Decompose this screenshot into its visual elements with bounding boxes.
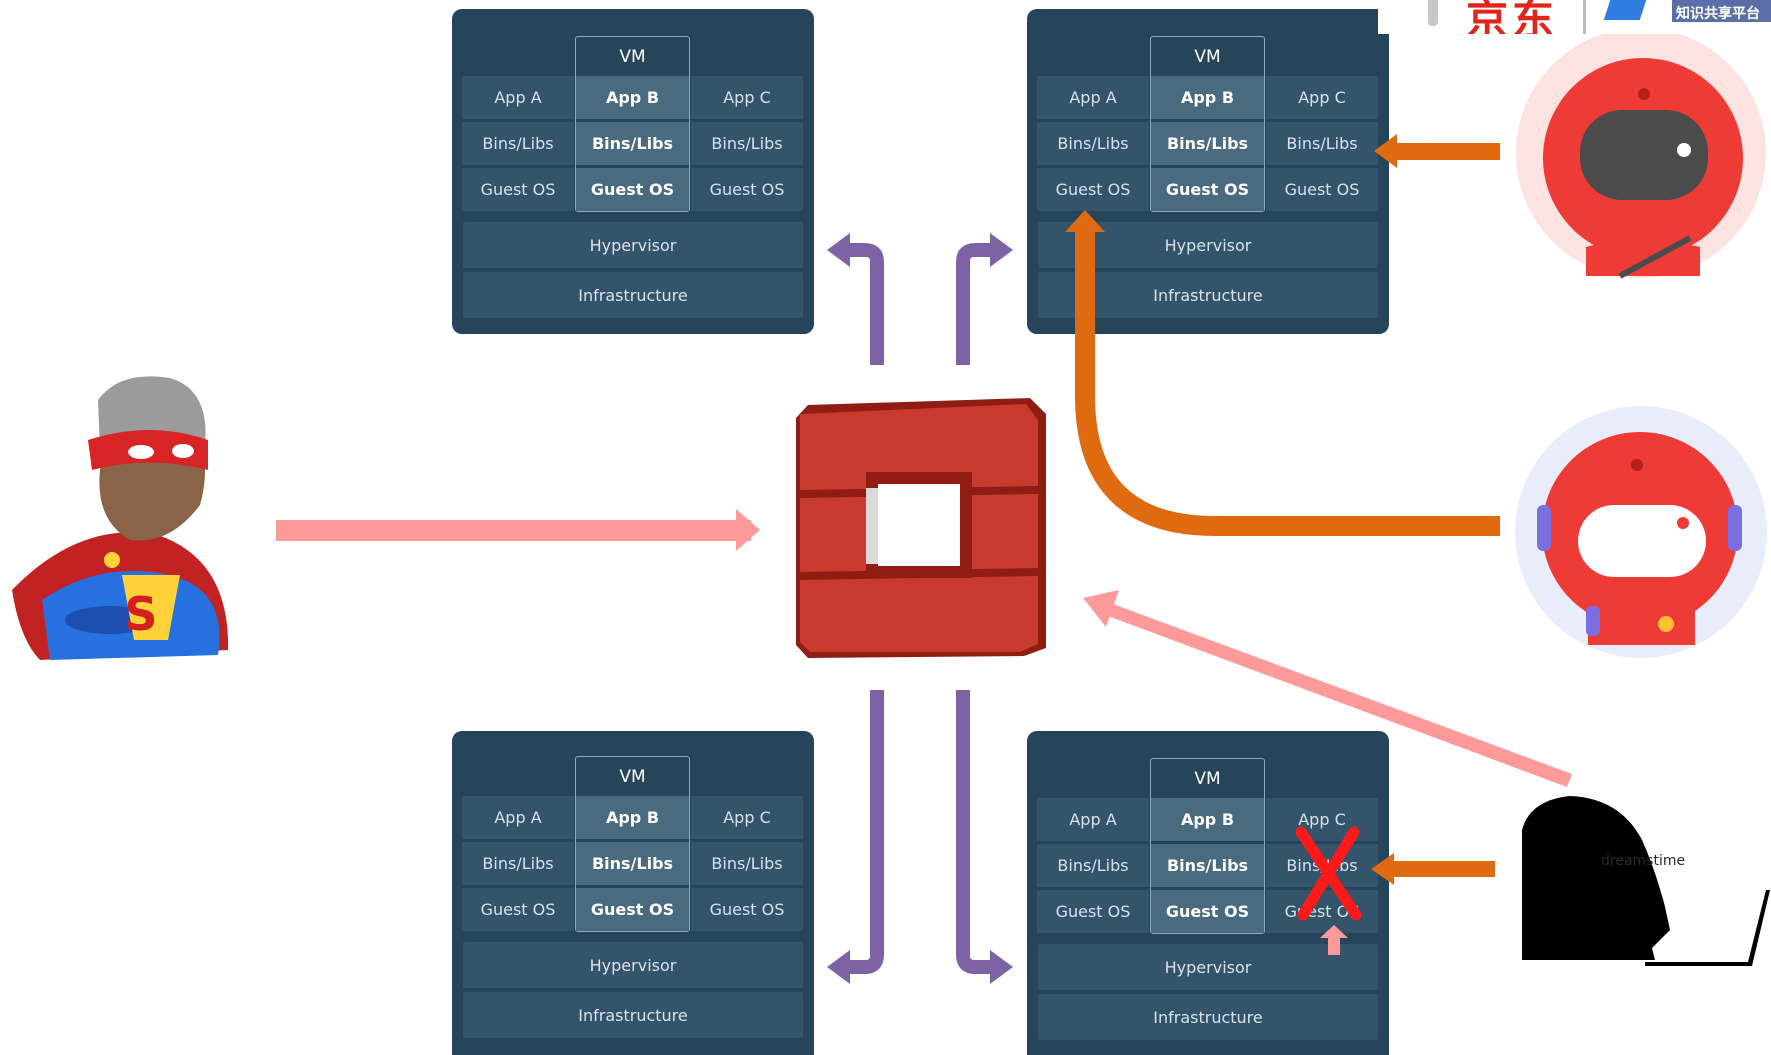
pink-arrows xyxy=(276,509,1572,955)
bins-libs-cell: Bins/Libs xyxy=(1037,844,1149,887)
openstack-logo-icon xyxy=(796,398,1046,658)
hypervisor-layer: Hypervisor xyxy=(463,942,803,988)
bins-libs-cell: Bins/Libs xyxy=(576,122,689,165)
app-a-cell: App A xyxy=(1037,798,1149,841)
app-c-cell: App C xyxy=(1266,76,1378,119)
guest-os-cell: Guest OS xyxy=(691,168,803,211)
bins-libs-cell: Bins/Libs xyxy=(1151,844,1264,887)
orange-arrowhead xyxy=(1065,210,1105,232)
purple-arrow-top-right xyxy=(956,243,998,365)
jd-robot-sad-icon xyxy=(1516,28,1766,279)
superhero-avatar-icon: S xyxy=(12,376,229,660)
app-b-cell: App B xyxy=(576,76,689,119)
app-b-cell: App B xyxy=(576,796,689,839)
purple-arrowhead xyxy=(990,233,1013,267)
guest-os-cell: Guest OS xyxy=(462,168,574,211)
purple-arrow-bottom-left xyxy=(842,690,884,974)
guest-os-cell: Guest OS xyxy=(576,888,689,931)
guest-os-cell: Guest OS xyxy=(691,888,803,931)
app-b-cell: App B xyxy=(1151,76,1264,119)
infrastructure-layer: Infrastructure xyxy=(1038,994,1378,1040)
vm-stack-top-left: VM App A App B App C Bins/Libs Bins/Libs… xyxy=(452,9,814,334)
logo-subtitle: 知识共享平台 xyxy=(1676,6,1760,22)
app-c-cell: App C xyxy=(691,796,803,839)
logo-flame-icon xyxy=(1428,0,1438,26)
orange-arrow-robot-to-guestos xyxy=(1075,225,1500,536)
vm-label: VM xyxy=(1194,47,1221,67)
logo-mark-icon xyxy=(1603,0,1649,20)
vm-highlight-frame xyxy=(575,36,690,212)
guest-os-cell: Guest OS xyxy=(1151,168,1264,211)
bins-libs-cell: Bins/Libs xyxy=(691,842,803,885)
vm-highlight-frame xyxy=(575,756,690,932)
watermark-logo: 京东 知识共享平台 xyxy=(1378,0,1771,34)
orange-arrow-shaft-bins xyxy=(1395,143,1500,160)
app-a-cell: App A xyxy=(1037,76,1149,119)
purple-arrowhead xyxy=(990,950,1013,984)
guest-os-cell: Guest OS xyxy=(576,168,689,211)
failure-x-icon xyxy=(1295,826,1362,921)
vm-stack-bottom-left: VM App A App B App C Bins/Libs Bins/Libs… xyxy=(452,731,814,1055)
bins-libs-cell: Bins/Libs xyxy=(462,842,574,885)
vm-highlight-frame xyxy=(1150,36,1265,212)
guest-os-cell: Guest OS xyxy=(1151,890,1264,933)
logo-subtitle-box xyxy=(1672,0,1771,22)
logo-brand: 京东 xyxy=(1466,0,1559,34)
hypervisor-layer: Hypervisor xyxy=(463,222,803,268)
pink-arrow-shaft-admin xyxy=(276,520,751,541)
jd-robot-happy-icon xyxy=(1515,406,1767,658)
bins-libs-cell: Bins/Libs xyxy=(1266,122,1378,165)
bins-libs-cell: Bins/Libs xyxy=(462,122,574,165)
pink-arrow-guest-up xyxy=(1320,925,1348,955)
bins-libs-cell: Bins/Libs xyxy=(691,122,803,165)
app-c-cell: App C xyxy=(691,76,803,119)
purple-arrow-bottom-right xyxy=(956,690,998,974)
pink-arrowhead-admin xyxy=(736,509,760,551)
app-b-cell: App B xyxy=(1151,798,1264,841)
bins-libs-cell: Bins/Libs xyxy=(1151,122,1264,165)
guest-os-cell: Guest OS xyxy=(462,888,574,931)
vm-stack-bottom-right: VM App A App B App C Bins/Libs Bins/Libs… xyxy=(1027,731,1389,1055)
pink-arrowhead-user xyxy=(1083,590,1119,627)
orange-arrow-shaft-failure xyxy=(1392,861,1495,877)
logo-divider xyxy=(1583,0,1586,34)
watermark-dreamstime: dreamstime xyxy=(1601,853,1685,869)
stressed-person-laptop-icon: dreamstime xyxy=(1522,796,1770,966)
guest-os-cell: Guest OS xyxy=(1266,168,1378,211)
infrastructure-layer: Infrastructure xyxy=(463,272,803,318)
bins-libs-cell: Bins/Libs xyxy=(576,842,689,885)
orange-arrowhead xyxy=(1371,853,1394,885)
purple-arrows xyxy=(842,243,998,974)
pink-arrow-user xyxy=(1108,604,1572,787)
purple-arrowhead xyxy=(827,950,850,984)
guest-os-cell: Guest OS xyxy=(1037,890,1149,933)
infrastructure-layer: Infrastructure xyxy=(463,992,803,1038)
orange-arrowhead xyxy=(1374,134,1397,168)
vm-label: VM xyxy=(619,767,646,787)
bins-libs-cell: Bins/Libs xyxy=(1037,122,1149,165)
app-a-cell: App A xyxy=(462,76,574,119)
purple-arrow-top-left xyxy=(842,243,884,365)
app-c-cell: App C xyxy=(1266,798,1378,841)
vm-highlight-frame xyxy=(1150,758,1265,934)
vm-label: VM xyxy=(1194,769,1221,789)
app-a-cell: App A xyxy=(462,796,574,839)
hypervisor-layer: Hypervisor xyxy=(1038,944,1378,990)
purple-arrowhead xyxy=(827,233,850,267)
vm-label: VM xyxy=(619,47,646,67)
guest-os-cell: Guest OS xyxy=(1037,168,1149,211)
orange-arrows xyxy=(1075,225,1500,536)
svg-text:S: S xyxy=(124,587,157,641)
